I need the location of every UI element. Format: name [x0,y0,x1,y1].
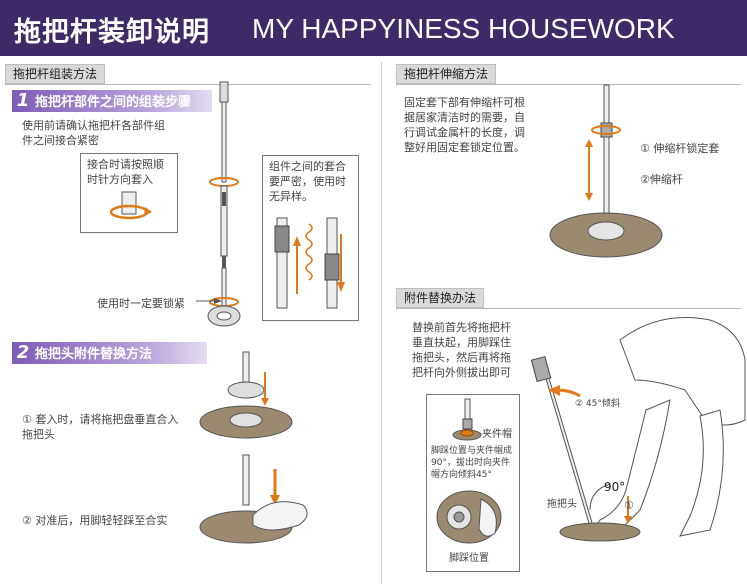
foot-position-label: 脚踩位置 [449,553,489,564]
step1-number: 1 [16,90,30,111]
section-underline [5,84,371,85]
brand-slogan: MY HAPPYINESS HOUSEWORK [252,13,675,44]
page-title: 拖把杆装卸说明 [14,17,210,48]
inset-text: 脚踩位置与夹件帽成90°，拔出时向夹件帽方向倾斜45° [431,446,513,480]
vertical-divider [381,62,382,584]
telescopic-label-2: ②伸缩杆 [640,173,683,186]
section-label-telescopic: 拖把杆伸缩方法 [396,64,497,84]
section-label-accessory: 附件替换办法 [396,288,485,308]
accessory-desc: 替换前首先将拖把杆垂直扶起，用脚踩住拖把头，然后再将拖把杆向外侧拔出即可 [412,321,511,379]
clip-cap-label: 夹件帽 [482,429,512,440]
step-circle-1: ① [624,499,634,512]
callout-box-a: 接合时请按照顺时针方向套入 [80,153,178,233]
mop-head-top-illustration [199,351,293,439]
clip-cap-illustration [452,398,482,441]
connector-rotate-icon [109,191,152,220]
step1-intro: 使用前请确认拖把杆各部件组件之间接合紧密 [22,119,165,147]
detail-inset-box: 夹件帽 脚踩位置与夹件帽成90°，拔出时向夹件帽方向倾斜45° 脚踩位置 [426,394,520,572]
angle90-label: 90° [604,480,626,494]
lock-arrow-icon [196,298,222,304]
telescopic-label-1: ① 伸缩杆锁定套 [640,142,720,155]
step2-bar: 2 拖把头附件替换方法 [12,342,207,364]
callout-a-text: 接合时请按照顺时针方向套入 [87,158,164,186]
section-underline [396,84,741,85]
callout-b-text: 组件之间的套合要严密，使用时无异样。 [269,160,346,203]
step2-item2: ② 对准后，用脚轻轻踩至合实 [22,514,168,527]
step1-bar: 1 拖把杆部件之间的组装步骤 [12,90,212,112]
step2-title: 拖把头附件替换方法 [35,347,153,362]
foot-position-illustration [436,490,502,544]
telescopic-desc: 固定套下部有伸缩杆可根据居家清洁时的需要，自行调试金属杆的长度，调整好用固定套锁… [404,96,525,154]
step2-item1: ① 套入时，请将拖把盘垂直合入拖把头 [22,413,179,441]
mop-head-label: 拖把头 [547,499,577,510]
person-leg-illustration [530,317,746,542]
thread-detail-icon [274,217,345,309]
angle45-label: ② 45°倾斜 [575,399,620,409]
lock-note: 使用时一定要锁紧 [97,297,185,310]
title-banner: 拖把杆装卸说明 MY HAPPYINESS HOUSEWORK [0,0,747,56]
step1-title: 拖把杆部件之间的组装步骤 [35,95,192,110]
mop-pole-illustration [207,81,241,327]
callout-box-b: 组件之间的套合要严密，使用时无异样。 [262,155,359,321]
mop-head-foot-illustration [199,454,308,544]
section-label-assembly: 拖把杆组装方法 [5,64,106,84]
telescopic-mop-illustration [549,84,663,258]
section-underline [396,308,741,309]
step2-number: 2 [16,342,30,363]
